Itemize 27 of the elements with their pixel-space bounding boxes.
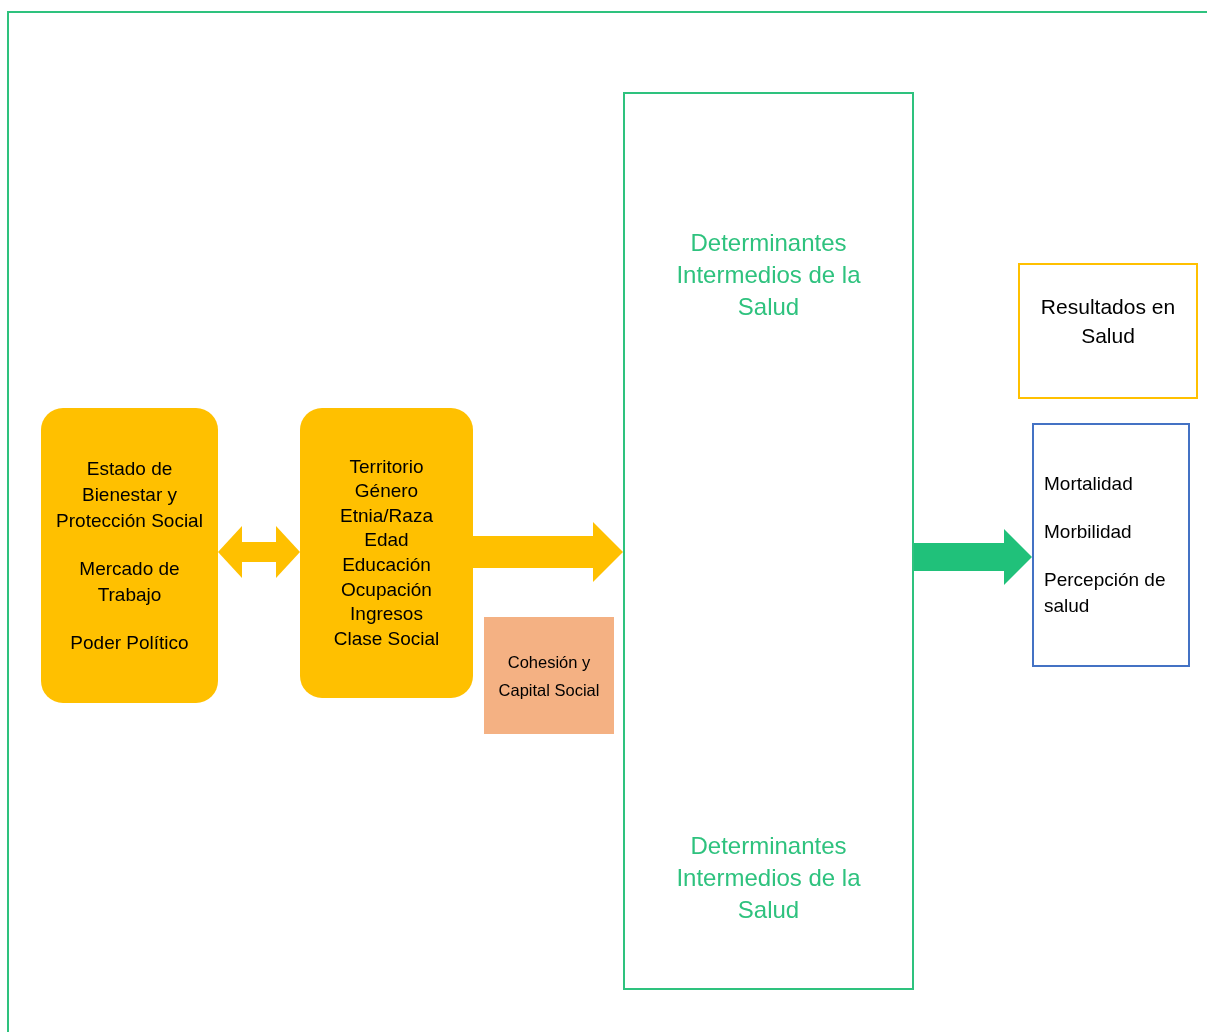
list-item: Morbilidad (1044, 520, 1132, 544)
block-arrow (218, 526, 300, 578)
block-arrow (473, 522, 623, 582)
box-heading: Determinantes Intermedios de la Salud (675, 831, 862, 925)
tall-box (623, 92, 914, 990)
list-item: Territorio (349, 454, 424, 479)
outlined-box (1018, 263, 1198, 399)
list-item: Ingresos (350, 602, 423, 627)
list-item: Etnia/Raza (340, 503, 433, 528)
block-arrow (914, 529, 1032, 585)
list-item: Género (354, 479, 419, 504)
list-item: Percepción de salud (1044, 568, 1167, 618)
box-heading: Determinantes Intermedios de la Salud (675, 228, 862, 322)
outlined-box (1032, 423, 1190, 667)
list-item: Mortalidad (1044, 472, 1133, 496)
list-item: Clase Social (333, 626, 440, 651)
box-text: Estado de Bienestar y Protección Social (55, 456, 204, 533)
list-item: Educación (342, 553, 431, 577)
box-text: Mercado de Trabajo (78, 556, 181, 607)
box (484, 617, 614, 734)
list-item: Ocupación (341, 577, 432, 602)
rounded-box (41, 408, 218, 703)
box-text: Cohesión y Capital Social (498, 651, 600, 701)
list-item: Edad (364, 528, 409, 553)
box-heading: Resultados en Salud (1039, 294, 1177, 349)
rounded-box (300, 408, 473, 698)
box-text: Poder Político (70, 630, 189, 655)
